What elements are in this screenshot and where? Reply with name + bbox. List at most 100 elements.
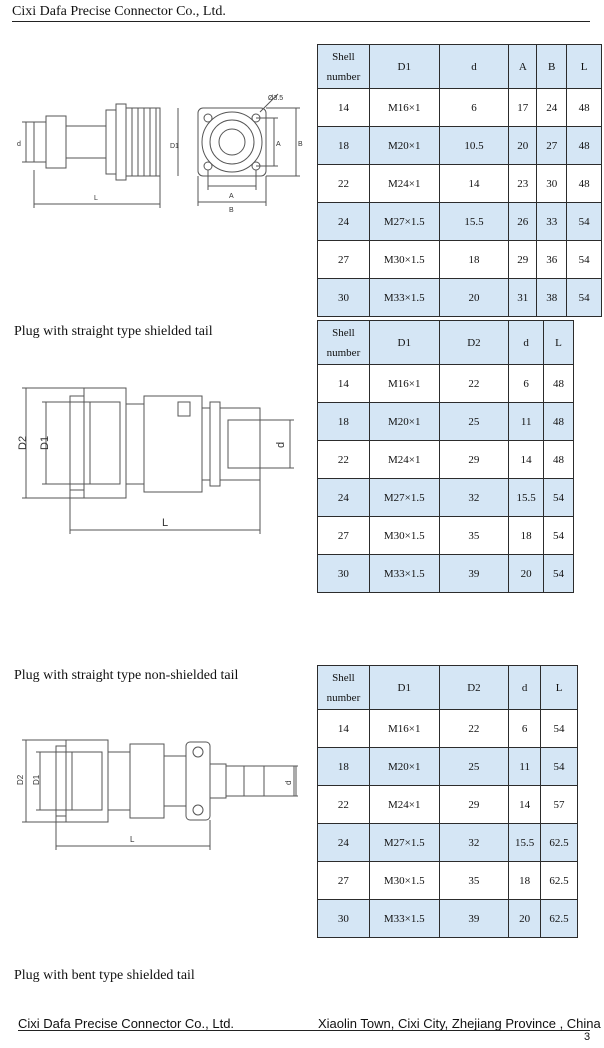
table-cell: 39 (438, 554, 510, 593)
table-cell: 54 (566, 240, 602, 279)
table-cell: 11 (508, 402, 545, 441)
table-cell: 6 (508, 709, 542, 748)
table-cell: 14 (508, 785, 542, 824)
table-cell: 18 (508, 516, 545, 555)
drawing-straight-non-shielded: D2 D1 L d (16, 739, 298, 850)
table-cell: 15.5 (438, 202, 510, 241)
column-header: L (540, 665, 578, 710)
table-cell: 35 (438, 516, 510, 555)
dim-label-b-vertical: B (298, 141, 303, 148)
table-cell: 17 (508, 88, 538, 127)
drawing-receptacle-flange: d D1 L A B A B Ø3.5 (17, 93, 303, 214)
table-cell: M33×1.5 (368, 899, 440, 938)
table-cell: 48 (566, 164, 602, 203)
table-cell: 14 (317, 88, 370, 127)
table-cell: 14 (438, 164, 510, 203)
column-header: Shell number (317, 665, 370, 710)
table-cell: 14 (317, 709, 370, 748)
dim-label-d2: D2 (17, 436, 29, 450)
table-cell: 15.5 (508, 823, 542, 862)
dim-label-d2: D2 (16, 774, 25, 785)
table-cell: 30 (536, 164, 568, 203)
table-cell: M27×1.5 (368, 478, 440, 517)
dim-label-d1: D1 (39, 436, 51, 450)
table-cell: 27 (317, 516, 370, 555)
table-cell: 48 (543, 364, 574, 403)
table-cell: 22 (317, 440, 370, 479)
column-header: B (536, 44, 568, 89)
table-cell: 25 (438, 747, 510, 786)
table-cell: 35 (438, 861, 510, 900)
table-cell: 11 (508, 747, 542, 786)
table-cell: M20×1 (368, 402, 440, 441)
table-cell: 32 (438, 823, 510, 862)
table-cell: 20 (438, 278, 510, 317)
table-cell: M27×1.5 (368, 823, 440, 862)
table-cell: 54 (540, 709, 578, 748)
table-cell: 54 (543, 478, 574, 517)
table-cell: 14 (508, 440, 545, 479)
table-cell: 20 (508, 554, 545, 593)
table-cell: M30×1.5 (368, 516, 440, 555)
table-cell: 26 (508, 202, 538, 241)
column-header: D1 (368, 44, 440, 89)
table-cell: 6 (508, 364, 545, 403)
dim-label-a-vertical: A (276, 141, 281, 148)
table-cell: M20×1 (368, 126, 440, 165)
table-cell: 54 (540, 747, 578, 786)
table-cell: M16×1 (368, 88, 440, 127)
table-cell: 25 (438, 402, 510, 441)
drawing-straight-shielded: D2 D1 L d (17, 387, 294, 534)
table-cell: 24 (317, 478, 370, 517)
column-header: d (508, 320, 545, 365)
table-cell: 18 (317, 402, 370, 441)
column-header: D1 (368, 320, 440, 365)
table-cell: 18 (438, 240, 510, 279)
table-cell: M33×1.5 (368, 278, 440, 317)
table-cell: 39 (438, 899, 510, 938)
table-cell: 27 (317, 861, 370, 900)
table-cell: 62.5 (540, 823, 578, 862)
table-cell: 23 (508, 164, 538, 203)
dim-label-d1: D1 (170, 143, 179, 150)
caption-bent-shielded: Plug with bent type shielded tail (14, 968, 195, 983)
table-cell: 22 (317, 785, 370, 824)
table-cell: 54 (566, 278, 602, 317)
dim-label-l: L (94, 195, 98, 202)
table-cell: 57 (540, 785, 578, 824)
table-cell: 30 (317, 554, 370, 593)
table-cell: M24×1 (368, 785, 440, 824)
table-cell: M30×1.5 (368, 240, 440, 279)
column-header: d (508, 665, 542, 710)
table-cell: M33×1.5 (368, 554, 440, 593)
column-header: Shell number (317, 320, 370, 365)
caption-straight-non-shielded: Plug with straight type non-shielded tai… (14, 668, 239, 683)
table-cell: M16×1 (368, 364, 440, 403)
table-cell: 54 (543, 554, 574, 593)
column-header: L (543, 320, 574, 365)
table-cell: 30 (317, 278, 370, 317)
table-cell: 30 (317, 899, 370, 938)
table-cell: M24×1 (368, 164, 440, 203)
table-cell: 33 (536, 202, 568, 241)
dim-label-a: A (229, 193, 234, 200)
header-divider (12, 21, 590, 22)
table-cell: M30×1.5 (368, 861, 440, 900)
table-cell: 22 (438, 709, 510, 748)
